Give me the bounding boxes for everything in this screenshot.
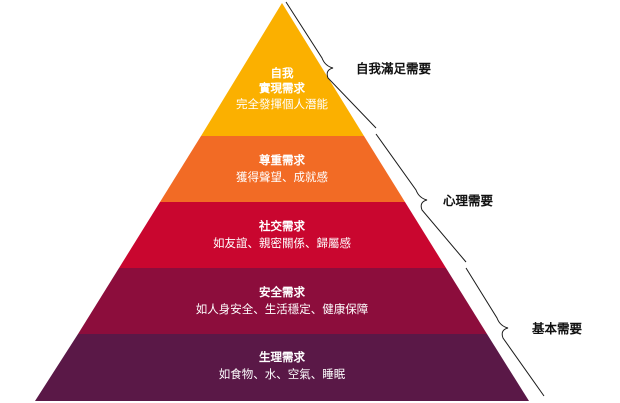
tier-safety-title: 安全需求	[259, 285, 305, 299]
tier-self-actualization: 自我 實現需求 完全發揮個人潛能	[201, 3, 364, 136]
tier-self-actualization-shape	[201, 3, 364, 136]
tier-self-actualization-title-line1: 自我	[271, 66, 294, 80]
tier-safety: 安全需求 如人身安全、生活穩定、健康保障	[78, 268, 487, 334]
brace-basic	[465, 267, 545, 397]
tier-esteem-shape	[160, 136, 405, 202]
tier-social-shape	[119, 202, 446, 268]
group-label-basic: 基本需要	[531, 321, 583, 336]
group-label-psychological: 心理需要	[443, 193, 494, 208]
tier-esteem-title: 尊重需求	[259, 153, 305, 167]
tier-social-title: 社交需求	[258, 219, 305, 233]
tier-self-actualization-title-line2: 實現需求	[259, 81, 305, 95]
tier-physiological-desc: 如食物、水、空氣、睡眠	[219, 367, 346, 381]
tier-physiological: 生理需求 如食物、水、空氣、睡眠	[35, 334, 529, 401]
tier-safety-desc: 如人身安全、生活穩定、健康保障	[196, 302, 369, 316]
tier-safety-shape	[78, 268, 487, 334]
brace-self-fulfillment	[285, 1, 377, 129]
tier-self-actualization-desc: 完全發揮個人潛能	[236, 97, 328, 111]
tier-social-desc: 如友誼、親密關係、歸屬感	[213, 236, 351, 250]
tier-social: 社交需求 如友誼、親密關係、歸屬感	[119, 202, 446, 268]
brace-psychological	[375, 133, 467, 263]
group-label-self-fulfillment: 自我滿足需要	[356, 61, 432, 76]
tier-physiological-shape	[35, 334, 529, 401]
tier-physiological-title: 生理需求	[259, 350, 305, 364]
tier-esteem-desc: 獲得聲望、成就感	[236, 170, 328, 184]
tier-esteem: 尊重需求 獲得聲望、成就感	[160, 136, 405, 202]
